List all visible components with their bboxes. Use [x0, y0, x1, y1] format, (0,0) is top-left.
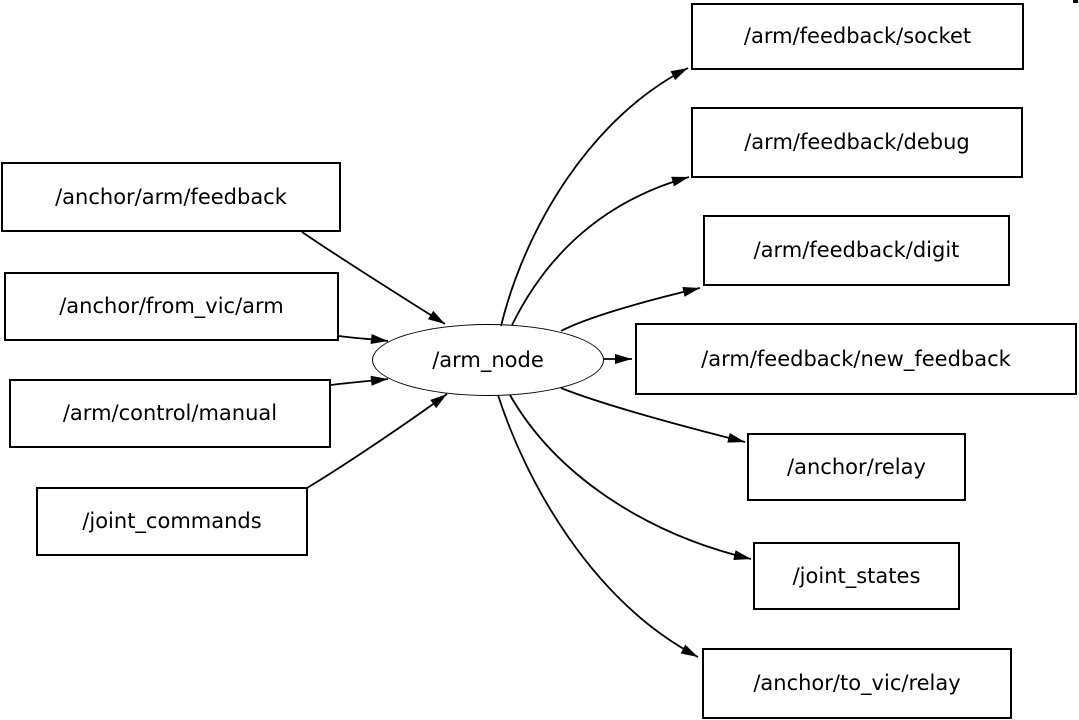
topic-box-anchor-arm-feedback: /anchor/arm/feedback — [1, 162, 341, 232]
edge-arm-node--joint-states — [509, 394, 752, 560]
topic-box-arm-control-manual: /arm/control/manual — [9, 379, 331, 448]
topic-label: /anchor/to_vic/relay — [753, 671, 961, 695]
topic-label: /arm/feedback/new_feedback — [701, 346, 1011, 371]
topic-label: /anchor/relay — [787, 454, 926, 479]
edge-arm-node--anchor-to-vic-relay — [497, 394, 699, 658]
node-label: /arm_node — [432, 347, 544, 372]
topic-box-joint-states: /joint_states — [753, 542, 960, 610]
topic-box-anchor-relay: /anchor/relay — [747, 433, 966, 501]
edge-arm-node--arm-feedback-debug — [511, 176, 690, 326]
edge-anchor-from-vic-arm--arm-node — [338, 334, 389, 344]
topic-box-arm-feedback-debug: /arm/feedback/debug — [691, 107, 1023, 178]
topic-label: /arm/feedback/debug — [744, 130, 970, 154]
topic-box-anchor-from-vic-arm: /anchor/from_vic/arm — [4, 272, 339, 341]
topic-label: /anchor/from_vic/arm — [59, 294, 284, 318]
edge-arm-control-manual--arm-node — [330, 375, 389, 386]
cropped-node-artifact — [1073, 0, 1078, 3]
topic-box-joint-commands: /joint_commands — [36, 487, 308, 556]
topic-box-arm-feedback-new-feedback: /arm/feedback/new_feedback — [635, 323, 1077, 395]
topic-box-arm-feedback-socket: /arm/feedback/socket — [691, 3, 1024, 70]
edge-arm-node--anchor-relay — [560, 387, 746, 443]
topic-box-anchor-to-vic-relay: /anchor/to_vic/relay — [702, 648, 1012, 719]
topic-label: /arm/feedback/socket — [743, 24, 972, 48]
node-ellipse-arm-node: /arm_node — [372, 324, 604, 396]
topic-label: /joint_commands — [82, 509, 262, 533]
topic-box-arm-feedback-digit: /arm/feedback/digit — [703, 215, 1010, 286]
topic-label: /arm/feedback/digit — [753, 238, 960, 262]
topic-label: /joint_states — [792, 563, 921, 588]
edge-arm-node--arm-feedback-socket — [500, 67, 689, 327]
topic-label: /anchor/arm/feedback — [55, 184, 287, 209]
topic-label: /arm/control/manual — [62, 401, 278, 425]
